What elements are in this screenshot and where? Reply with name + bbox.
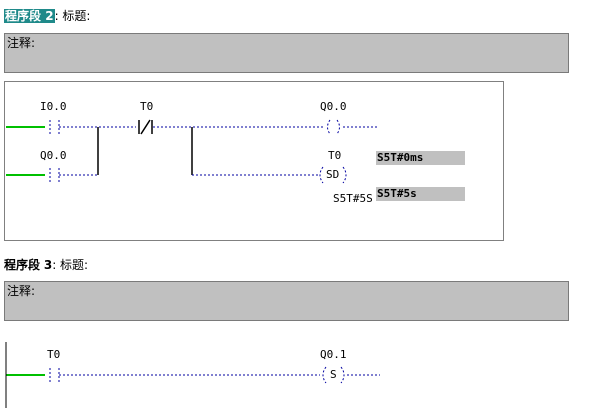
segment-2-title[interactable]: 程序段 2: 标题: — [4, 8, 90, 24]
segment-2-comment-label: 注释: — [7, 36, 36, 50]
segment-3-comment-label: 注释: — [7, 284, 36, 298]
coil-q0-1-label[interactable]: Q0.1 — [320, 348, 347, 361]
contact-i0-0-label[interactable]: I0.0 — [40, 100, 67, 113]
segment-2-number: 2 — [45, 9, 54, 23]
contact-t0-nc-label[interactable]: T0 — [140, 100, 154, 113]
timer-sd-coil-label[interactable]: SD — [326, 168, 340, 181]
segment-3-prefix: 程序段 — [4, 258, 41, 272]
segment-3-number: 3 — [43, 258, 53, 272]
segment-3-title[interactable]: 程序段 3: 标题: — [4, 257, 88, 273]
segment-3-comment-box[interactable]: 注释: — [4, 281, 569, 321]
segment-3-title-suffix: : 标题: — [52, 258, 89, 272]
timer-t0-label[interactable]: T0 — [328, 149, 342, 162]
contact-q0-0-label[interactable]: Q0.0 — [40, 149, 67, 162]
segment-2-prefix: 程序段 — [5, 9, 42, 23]
set-coil-label[interactable]: S — [330, 368, 337, 381]
timer-param-field[interactable]: S5T#0ms — [376, 151, 465, 165]
segment-2-label-highlight[interactable]: 程序段 2 — [4, 9, 55, 23]
segment-2-comment-box[interactable]: 注释: — [4, 33, 569, 73]
segment-2-title-suffix: : 标题: — [54, 9, 91, 23]
timer-value-label: S5T#5S — [333, 192, 373, 205]
contact-t0-label[interactable]: T0 — [47, 348, 61, 361]
coil-q0-0-label[interactable]: Q0.0 — [320, 100, 347, 113]
timer-value-field[interactable]: S5T#5s — [376, 187, 465, 201]
